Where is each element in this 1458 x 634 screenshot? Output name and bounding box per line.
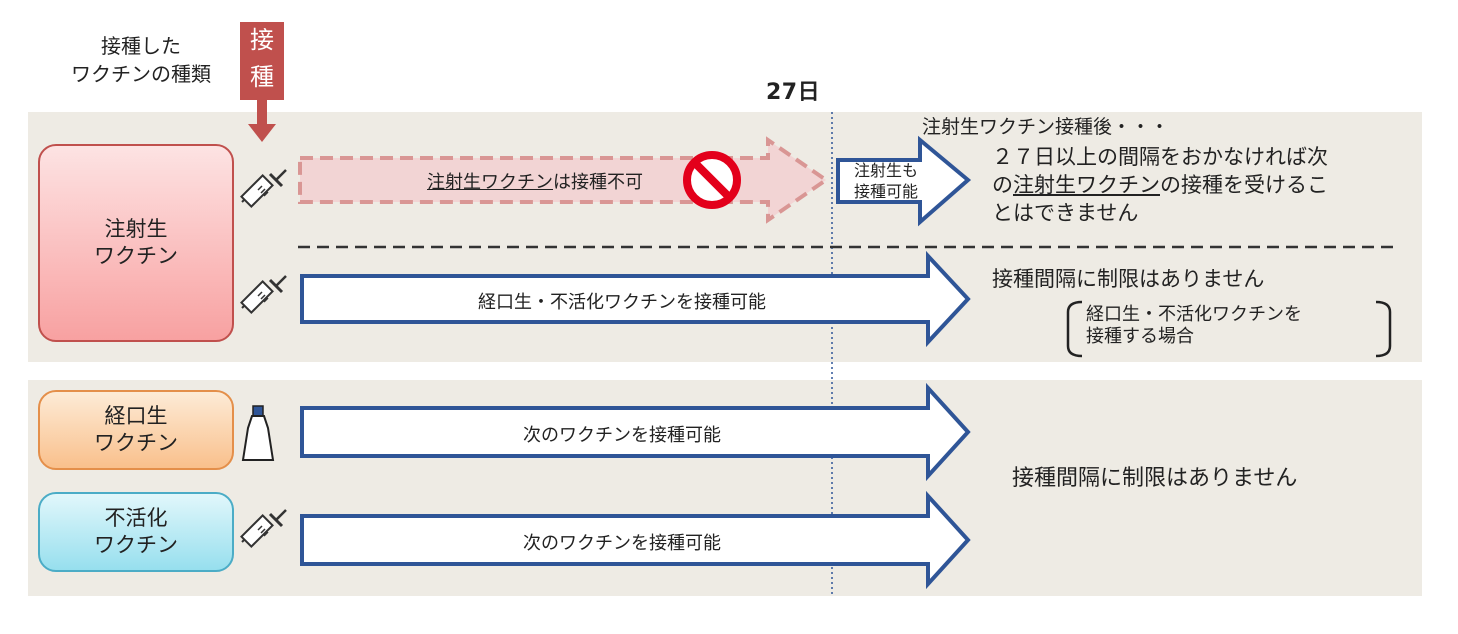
inoculation-badge-char2: 種 (250, 63, 274, 91)
injectable-label-line1: 注射生 (104, 217, 168, 241)
oral-label-line2: ワクチン (94, 431, 178, 455)
vaccine-type-header: 接種した ワクチンの種類 (46, 32, 236, 88)
injectable-note-line3: とはできません (992, 201, 1139, 225)
injectable-note-heading: 注射生ワクチン接種後・・・ (922, 116, 1170, 138)
oral-inactivated-allowed-arrow (300, 250, 971, 348)
injectable-live-vaccine-label: 注射生 ワクチン (38, 144, 234, 342)
prohibited-icon (683, 151, 741, 209)
inoculation-down-arrow (248, 100, 276, 142)
case-note-line1: 経口生・不活化ワクチンを (1086, 304, 1302, 325)
day-27-marker: 27日 (766, 80, 821, 105)
note-right-paren (1375, 300, 1392, 358)
note-line2-underlined: 注射生ワクチン (1013, 173, 1160, 197)
inactivated-vaccine-label: 不活化 ワクチン (38, 492, 234, 572)
syringe-icon (239, 168, 288, 209)
vaccine-type-header-line1: 接種した (101, 34, 181, 58)
small-arrow-label: 注射生も 接種可能 (846, 160, 926, 202)
inactivated-label-line1: 不活化 (104, 506, 168, 530)
no-interval-limit-note: 接種間隔に制限はありません (992, 267, 1265, 291)
injectable-note-line1: ２７日以上の間隔をおかなければ次 (992, 145, 1328, 169)
vaccine-type-header-line2: ワクチンの種類 (71, 62, 211, 86)
inactivated-next-vaccine-arrow (300, 490, 971, 590)
injectable-note-line2: の注射生ワクチンの接種を受けるこ (992, 171, 1422, 199)
small-arrow-label-line2: 接種可能 (853, 182, 918, 201)
inoculation-badge: 接 種 (240, 22, 284, 100)
inactivated-arrow-label: 次のワクチンを接種可能 (523, 533, 721, 554)
oral-arrow-label: 次のワクチンを接種可能 (523, 425, 721, 446)
note-line2-suffix: の接種を受けるこ (1160, 173, 1328, 197)
small-allowed-arrow (836, 135, 972, 227)
oral-inactivated-case-note: 経口生・不活化ワクチンを 接種する場合 (1086, 304, 1302, 348)
injectable-label-line2: ワクチン (94, 244, 178, 268)
oral-bottle-icon (241, 405, 275, 461)
oral-inactivated-arrow-label: 経口生・不活化ワクチンを接種可能 (478, 292, 766, 313)
note-left-paren (1066, 300, 1083, 358)
case-note-line2: 接種する場合 (1086, 326, 1194, 347)
syringe-icon (239, 508, 288, 549)
inoculation-badge-char1: 接 (250, 26, 274, 54)
blocked-arrow-label: 注射生ワクチンは接種不可 (370, 168, 700, 194)
small-arrow-label-line1: 注射生も (853, 161, 918, 180)
oral-next-vaccine-arrow (300, 382, 971, 482)
note-line2-prefix: の (992, 173, 1013, 197)
shared-no-interval-limit-note: 接種間隔に制限はありません (1012, 466, 1298, 491)
blocked-arrow-label-rest: は接種不可 (553, 172, 643, 193)
oral-live-vaccine-label: 経口生 ワクチン (38, 390, 234, 470)
inactivated-label-line2: ワクチン (94, 533, 178, 557)
syringe-icon (239, 274, 288, 315)
blocked-arrow-label-underlined: 注射生ワクチン (427, 172, 553, 193)
oral-label-line1: 経口生 (104, 404, 168, 428)
injectable-interval-note: ２７日以上の間隔をおかなければ次 の注射生ワクチンの接種を受けるこ とはできませ… (992, 143, 1422, 227)
